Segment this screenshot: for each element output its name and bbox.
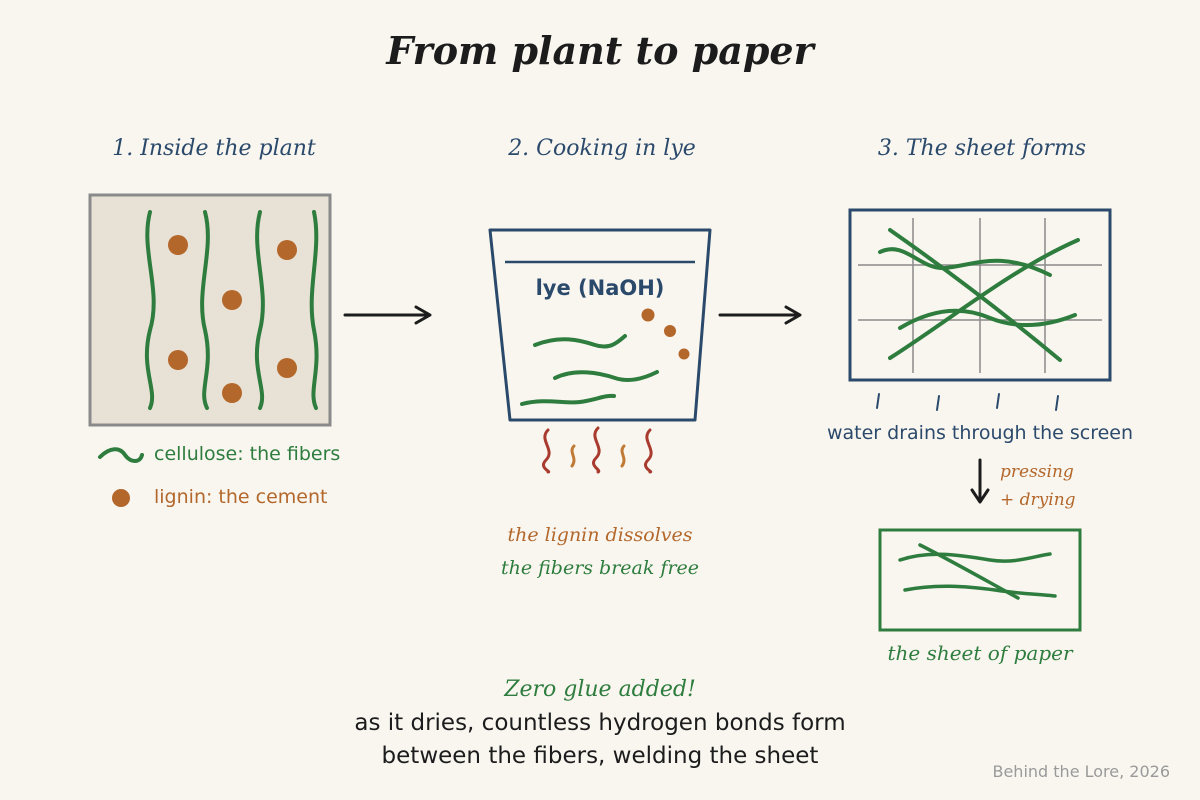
fiber-icon xyxy=(520,393,616,406)
fiber-icon xyxy=(888,238,1080,360)
step-1-title: 1. Inside the plant xyxy=(112,136,316,161)
legend-cellulose-label: cellulose: the fibers xyxy=(154,443,341,465)
fiber-icon xyxy=(898,552,1052,563)
lignin-dot-icon xyxy=(222,383,242,403)
conclusion-line-2: between the fibers, welding the sheet xyxy=(381,743,819,769)
fiber-icon xyxy=(898,308,1077,330)
fiber-icon xyxy=(533,334,627,349)
drip-marks xyxy=(876,393,1059,411)
heat-wave-icon xyxy=(542,426,653,474)
pot-label: lye (NaOH) xyxy=(535,276,665,300)
drain-screen xyxy=(848,208,1112,411)
plant-cell-box xyxy=(88,193,332,427)
fiber-icon xyxy=(309,210,319,410)
pressing-label: pressing xyxy=(1000,462,1074,482)
screen-caption: water drains through the screen xyxy=(826,422,1134,444)
fiber-icon xyxy=(903,584,1057,598)
free-fibers xyxy=(520,334,659,406)
fiber-icon xyxy=(254,210,265,410)
fiber-icon xyxy=(144,210,156,410)
fiber-icon xyxy=(888,228,1062,362)
lye-pot xyxy=(488,228,712,422)
credit-text: Behind the Lore, 2026 xyxy=(992,762,1170,781)
dissolving-lignin xyxy=(641,308,690,360)
forming-fibers xyxy=(878,228,1080,362)
lignin-dot-icon xyxy=(664,325,676,337)
step-3-title: 3. The sheet forms xyxy=(877,136,1087,161)
cooking-result-line-2: the fibers break free xyxy=(500,557,700,579)
lignin-dot-icon xyxy=(222,290,242,310)
lignin-dot-icon xyxy=(277,240,297,260)
paper-sheet xyxy=(878,528,1082,632)
lignin-dot-icon xyxy=(678,348,690,360)
fiber-icon xyxy=(553,370,659,383)
cellulose-fibers xyxy=(144,210,319,410)
legend-lignin-label: lignin: the cement xyxy=(154,486,328,508)
conclusion-line-1: as it dries, countless hydrogen bonds fo… xyxy=(354,710,846,736)
lignin-dot-icon xyxy=(112,489,130,507)
cooking-result-line-1: the lignin dissolves xyxy=(507,524,693,546)
arrow-down-icon xyxy=(970,458,990,504)
lignin-dot-icon xyxy=(168,350,188,370)
drying-label: + drying xyxy=(1000,490,1076,510)
lignin-dot-icon xyxy=(277,358,297,378)
page-title: From plant to paper xyxy=(386,28,814,73)
conclusion-highlight: Zero glue added! xyxy=(504,677,696,702)
step-2-title: 2. Cooking in lye xyxy=(508,136,696,161)
lignin-dot-icon xyxy=(641,308,655,322)
lignin-dot-icon xyxy=(168,235,188,255)
fiber-icon xyxy=(200,210,210,410)
arrow-right-icon xyxy=(343,305,432,325)
lignin-dots xyxy=(168,235,297,403)
arrow-right-icon xyxy=(718,305,802,325)
fiber-icon xyxy=(878,247,1052,277)
sheet-caption: the sheet of paper xyxy=(887,641,1073,665)
fiber-icon xyxy=(98,447,144,463)
